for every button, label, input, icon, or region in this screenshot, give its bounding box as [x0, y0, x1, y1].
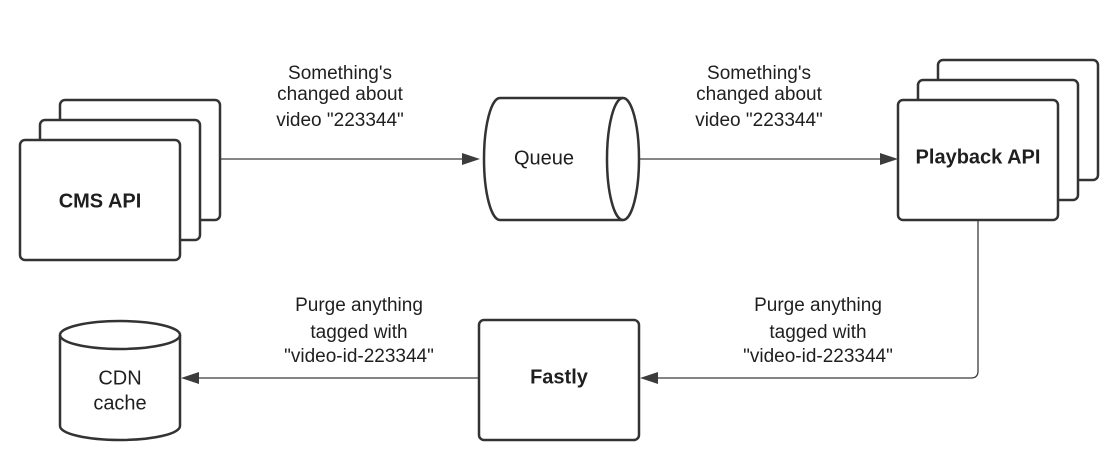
cdn-cache-cylinder-body [58, 319, 182, 442]
edge-queue-to-playback-arrowhead [880, 153, 898, 165]
edge-playback-to-fastly-label-line1: Purge anything [754, 295, 882, 316]
edge-playback-to-fastly-arrowhead [640, 372, 658, 384]
queue-cylinder-cap [605, 96, 624, 222]
fastly-node: Fastly [477, 318, 641, 442]
edge-fastly-to-cdn-label-line1: Purge anything [295, 295, 423, 316]
edge-cms-to-queue-label-line3: video "223344" [276, 110, 404, 131]
cdn-cache-label-line1: CDN [98, 367, 141, 389]
cms-api-box [18, 138, 182, 262]
cms-api-node: CMS API [18, 98, 222, 262]
edge-queue-to-playback-label-line1: Something's [707, 63, 811, 84]
cdn-cache-label-line2: cache [93, 392, 146, 414]
edge-fastly-to-cdn-arrowhead [181, 372, 199, 384]
edge-fastly-to-cdn-label-line3: "video-id-223344" [284, 346, 434, 367]
edge-fastly-to-cdn: Purge anything tagged with "video-id-223… [181, 295, 478, 384]
playback-api-node: Playback API [896, 58, 1100, 222]
queue-node: Queue [482, 96, 641, 222]
edge-cms-to-queue: Something's changed about video "223344" [221, 63, 480, 165]
cdn-cache-cylinder-cap [58, 334, 182, 351]
edge-playback-to-fastly: Purge anything tagged with "video-id-223… [640, 221, 979, 384]
edge-cms-to-queue-arrowhead [462, 153, 480, 165]
edge-playback-to-fastly-label-line2: tagged with [769, 322, 866, 343]
queue-label: Queue [514, 147, 574, 169]
edge-queue-to-playback-label-line3: video "223344" [695, 110, 823, 131]
edge-playback-to-fastly-line [653, 221, 979, 379]
edge-cms-to-queue-label-line2: changed about [277, 84, 403, 105]
edge-playback-to-fastly-label-line3: "video-id-223344" [743, 346, 893, 367]
fastly-box [477, 318, 641, 442]
cms-api-label: CMS API [59, 190, 142, 212]
edge-cms-to-queue-label-line1: Something's [288, 63, 392, 84]
edge-queue-to-playback: Something's changed about video "223344" [640, 63, 898, 165]
cdn-cache-node: CDN cache [58, 319, 182, 442]
playback-api-label: Playback API [916, 146, 1041, 168]
playback-api-box [896, 98, 1060, 222]
edge-queue-to-playback-label-line2: changed about [696, 84, 822, 105]
edge-fastly-to-cdn-label-line2: tagged with [310, 322, 407, 343]
fastly-label: Fastly [530, 366, 589, 388]
